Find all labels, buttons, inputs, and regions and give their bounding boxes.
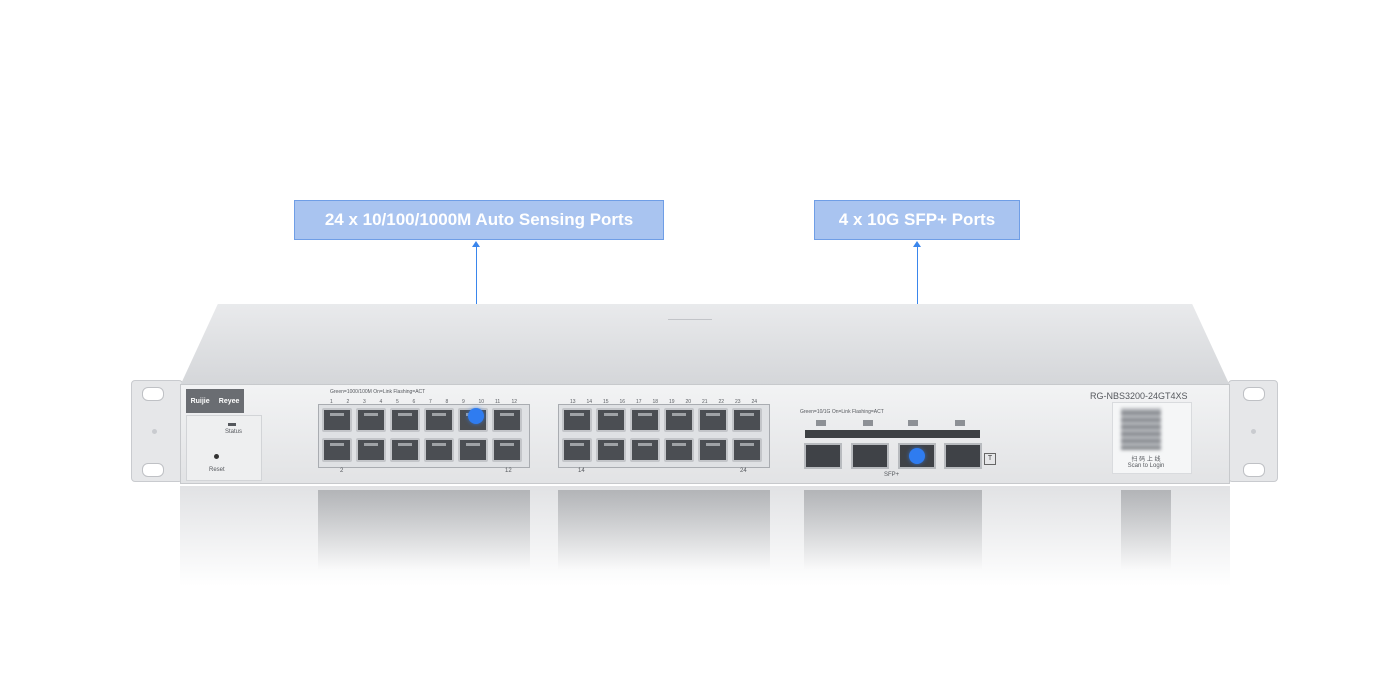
rack-ear-left [131, 380, 183, 482]
arrow-up-icon [913, 241, 921, 247]
sfp-label: SFP+ [884, 472, 900, 478]
sfp-port-4 [944, 443, 982, 469]
rj45-port [732, 408, 762, 432]
highlight-dot-sfp [909, 448, 925, 464]
rj45-port [458, 438, 488, 462]
reflection-qr [1121, 490, 1171, 570]
rj45-port [562, 408, 592, 432]
port-number-label: 14 [586, 399, 593, 405]
rj45-port [630, 438, 660, 462]
model-name: RG-NBS3200-24GT4XS [1090, 391, 1188, 401]
rj45-port [424, 408, 454, 432]
qr-code-icon [1121, 408, 1161, 450]
port-number-label: 10 [478, 399, 485, 405]
sfp-led [816, 420, 826, 426]
callout-rj45-ports: 24 x 10/100/1000M Auto Sensing Ports [294, 200, 664, 240]
control-area [186, 415, 262, 481]
reset-label: Reset [209, 467, 225, 473]
port-number-label: 18 [652, 399, 659, 405]
port-label-bottom: 12 [505, 468, 512, 474]
rj45-port [390, 438, 420, 462]
sfp-led [908, 420, 918, 426]
callout-sfp-ports: 4 x 10G SFP+ Ports [814, 200, 1020, 240]
port-number-label: 17 [636, 399, 642, 405]
sfp-led [955, 420, 965, 426]
reflection-sfp [804, 490, 982, 570]
reset-button [214, 454, 219, 459]
reflection-rj45-1 [318, 490, 530, 570]
port-number-label: 23 [735, 399, 741, 405]
rack-ear-right [1228, 380, 1278, 482]
sfp-port-3 [898, 443, 936, 469]
rj45-port [562, 438, 592, 462]
port-number-label: 8 [445, 399, 449, 405]
port-number-label: 19 [669, 399, 675, 405]
rj45-port [664, 438, 694, 462]
port-number-label: 12 [511, 399, 518, 405]
rj45-port [356, 408, 386, 432]
reflection-rj45-2 [558, 490, 770, 570]
arrow-up-icon [472, 241, 480, 247]
port-number-label: 4 [379, 399, 383, 405]
port-number-label: 21 [702, 399, 708, 405]
status-led [228, 423, 236, 426]
rj45-port [322, 438, 352, 462]
sfp-led-legend: Green=10/1G On=Link Flashing=ACT [800, 409, 884, 415]
port-number-label: 5 [396, 399, 399, 405]
brand-name-reyee: Reyee [218, 397, 240, 405]
port-number-label: 6 [412, 399, 416, 405]
port-number-label: 1 [330, 399, 333, 405]
port-number-label: 2 [346, 399, 350, 405]
rj45-port [322, 408, 352, 432]
rj45-port [356, 438, 386, 462]
rj45-led-legend: Green=1000/100M On=Link Flashing=ACT [330, 389, 426, 395]
sfp-port-1 [804, 443, 842, 469]
chassis-mark [668, 311, 712, 320]
rj45-port [630, 408, 660, 432]
port-number-label: 20 [685, 399, 692, 405]
rj45-port [492, 438, 522, 462]
rj45-port [492, 408, 522, 432]
port-number-label: 15 [603, 399, 609, 405]
rj45-port [596, 438, 626, 462]
port-number-label: 9 [462, 399, 465, 405]
brand-name-ruijie: Ruijie [190, 397, 210, 405]
port-number-label: 3 [363, 399, 366, 405]
status-label: Status [225, 429, 243, 435]
port-label-bottom: 14 [578, 468, 585, 474]
port-number-label: 22 [718, 399, 725, 405]
port-label-bottom: 2 [340, 468, 344, 474]
rj45-port [390, 408, 420, 432]
rj45-port [698, 408, 728, 432]
port-number-label: 11 [495, 399, 501, 405]
port-number-label: 16 [619, 399, 626, 405]
highlight-dot-rj45 [468, 408, 484, 424]
sfp-led [863, 420, 873, 426]
rj45-port [424, 438, 454, 462]
rj45-port [596, 408, 626, 432]
brand-logo: Ruijie Reyee [186, 389, 244, 413]
port-number-label: 24 [751, 399, 758, 405]
sfp-port-2 [851, 443, 889, 469]
port-number-label: 13 [570, 399, 576, 405]
qr-chinese-label: 扫 码 上 线 [1131, 457, 1161, 463]
scan-to-login-label: Scan to Login [1127, 463, 1165, 469]
chassis-top [180, 304, 1230, 386]
sfp-t-mark: T [984, 453, 996, 465]
rj45-port [698, 438, 728, 462]
rj45-port [732, 438, 762, 462]
sfp-led-strip [805, 430, 980, 438]
rj45-port [664, 408, 694, 432]
port-number-label: 7 [429, 399, 432, 405]
port-label-bottom: 24 [740, 468, 747, 474]
device-reflection [180, 486, 1230, 586]
